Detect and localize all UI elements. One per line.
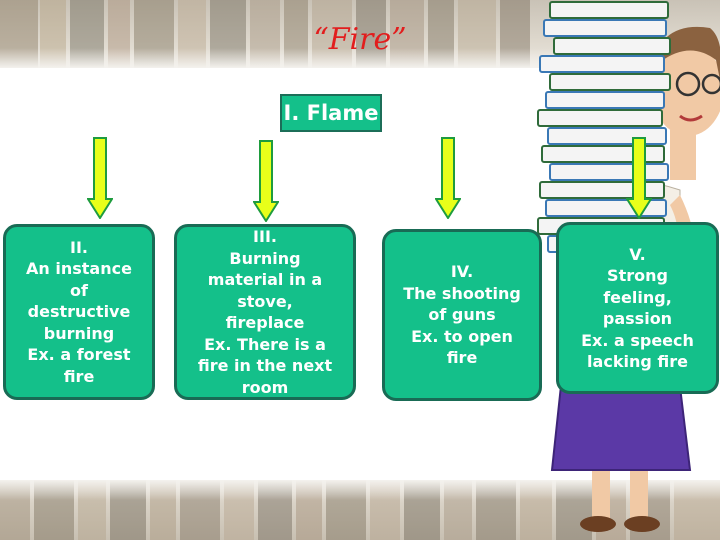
teacher-face bbox=[652, 44, 720, 136]
node-line: Ex. a forest bbox=[27, 345, 131, 365]
node-line: fire bbox=[446, 348, 478, 368]
node-line: fire bbox=[63, 366, 95, 386]
node-line: burning bbox=[43, 323, 115, 343]
node-line: destructive bbox=[27, 302, 131, 322]
node-line: of guns bbox=[428, 305, 496, 325]
node-line: An instance bbox=[26, 259, 132, 279]
node-line: Strong bbox=[607, 266, 668, 285]
node-line: Ex. a speech bbox=[581, 330, 694, 350]
node-line: fireplace bbox=[225, 313, 305, 332]
node-strong-feeling: V. Strong feeling, passion Ex. a speech … bbox=[556, 222, 719, 394]
node-line: room bbox=[241, 377, 289, 397]
down-arrow-icon bbox=[253, 140, 279, 222]
root-node-label: I. Flame bbox=[283, 101, 379, 125]
node-line: Ex. There is a bbox=[204, 334, 326, 354]
node-line: fire in the next bbox=[197, 356, 333, 375]
node-line: feeling, bbox=[603, 287, 672, 307]
node-numeral: III. bbox=[253, 227, 277, 246]
root-node-flame: I. Flame bbox=[280, 94, 382, 132]
node-line: lacking fire bbox=[587, 352, 688, 371]
node-line: Burning bbox=[229, 248, 301, 268]
teacher-leg-right bbox=[630, 462, 648, 522]
node-numeral: IV. bbox=[450, 262, 474, 282]
node-numeral: II. bbox=[70, 237, 88, 257]
down-arrow-icon bbox=[626, 137, 652, 219]
node-line: of bbox=[70, 280, 88, 300]
node-line: stove, bbox=[237, 291, 293, 311]
node-line: passion bbox=[602, 309, 673, 328]
node-burning-material: III. Burning material in a stove, firepl… bbox=[174, 224, 356, 400]
down-arrow-icon bbox=[87, 137, 113, 219]
node-destructive-burning: II. An instance of destructive burning E… bbox=[3, 224, 155, 400]
node-line: The shooting bbox=[403, 283, 521, 303]
down-arrow-icon bbox=[435, 137, 461, 219]
teacher-shoe-right bbox=[624, 516, 660, 532]
teacher-shoe-left bbox=[580, 516, 616, 532]
node-line: Ex. to open bbox=[411, 326, 513, 346]
node-shooting-of-guns: IV. The shooting of guns Ex. to open fir… bbox=[382, 229, 542, 401]
teacher-glasses bbox=[675, 71, 701, 97]
node-line: material in a bbox=[207, 270, 323, 289]
node-numeral: V. bbox=[629, 244, 646, 264]
teacher-leg-left bbox=[592, 462, 610, 522]
diagram-title: “Fire” bbox=[313, 22, 407, 57]
